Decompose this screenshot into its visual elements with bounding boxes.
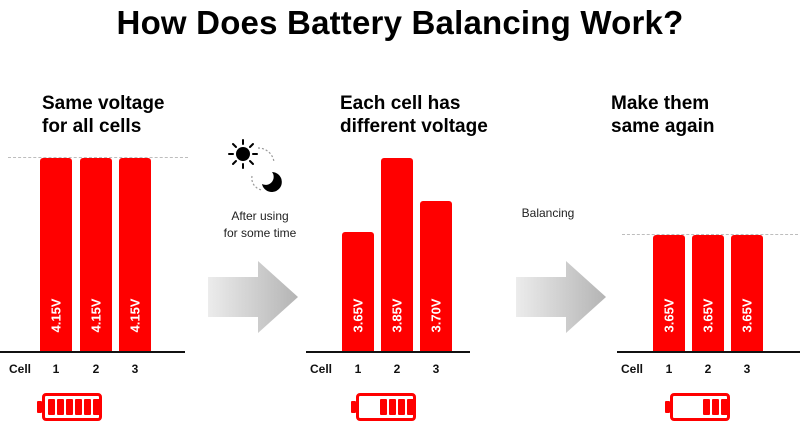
panel-1-bar-cell-2: 4.15V	[80, 158, 112, 351]
sun-moon-icon	[228, 139, 282, 192]
panel-2-bar-3-label: 3.70V	[428, 298, 444, 333]
battery-segment	[407, 399, 414, 415]
panel-3-bar-cell-1: 3.65V	[653, 235, 685, 351]
battery-segment	[93, 399, 100, 415]
panel-1-battery-terminal	[37, 401, 42, 413]
panel-1-bar-cell-3: 4.15V	[119, 158, 151, 351]
panel-1-reference-line	[8, 157, 188, 158]
battery-segment	[380, 399, 387, 415]
transition-2-caption: Balancing	[521, 206, 575, 220]
battery-segment	[48, 399, 55, 415]
panel-3-bar-cell-3: 3.65V	[731, 235, 763, 351]
panel-3-battery-terminal	[665, 401, 670, 413]
panel-1-bar-cell-1: 4.15V	[40, 158, 72, 351]
panel-3-heading-line1: Make them	[611, 93, 710, 114]
panel-2-bar-2-label: 3.85V	[389, 298, 405, 333]
battery-segment	[389, 399, 396, 415]
panel-1-baseline	[0, 351, 185, 353]
panel-1-cell-number-3: 3	[131, 362, 139, 376]
panel-2-bar-cell-2: 3.85V	[381, 158, 413, 351]
panel-1-cell-label: Cell	[9, 362, 32, 376]
panel-1-bar-2-label: 4.15V	[88, 298, 104, 333]
panel-3-heading: Make them same again	[611, 92, 715, 138]
battery-segment	[84, 399, 91, 415]
battery-segment	[703, 399, 710, 415]
panel-2-cell-number-1: 1	[354, 362, 362, 376]
panel-2-bar-cell-3: 3.70V	[420, 201, 452, 351]
battery-segment	[712, 399, 719, 415]
battery-segment	[66, 399, 73, 415]
panel-2-baseline	[306, 351, 470, 353]
panel-1-cell-number-1: 1	[52, 362, 60, 376]
panel-3-cell-label: Cell	[621, 362, 644, 376]
panel-3-heading-line2: same again	[611, 116, 715, 137]
panel-1-bar-1-label: 4.15V	[48, 298, 64, 333]
panel-3-bar-1-label: 3.65V	[661, 298, 677, 333]
panel-3-cell-number-3: 3	[743, 362, 751, 376]
transition-1-caption-line1: After using	[231, 209, 289, 223]
battery-segment	[398, 399, 405, 415]
panel-2-cell-number-3: 3	[432, 362, 440, 376]
panel-3-bar-2-label: 3.65V	[700, 298, 716, 333]
panel-1-battery-icon	[42, 393, 102, 421]
panel-3-cell-number-1: 1	[665, 362, 673, 376]
battery-segment	[57, 399, 64, 415]
page-title: How Does Battery Balancing Work?	[116, 4, 684, 41]
panel-3-baseline	[617, 351, 800, 353]
panel-2-heading-line1: Each cell has	[340, 93, 461, 114]
panel-2-heading: Each cell has different voltage	[340, 92, 488, 138]
panel-2-cell-number-2: 2	[393, 362, 401, 376]
panel-3-bar-3-label: 3.65V	[739, 298, 755, 333]
panel-2-bar-1-label: 3.65V	[350, 298, 366, 333]
panel-1-heading-line1: Same voltage	[42, 93, 165, 114]
panel-3-cell-number-2: 2	[704, 362, 712, 376]
panel-3-reference-line	[622, 234, 798, 235]
panel-2-heading-line2: different voltage	[340, 116, 488, 137]
transition-1-caption: After using for some time	[205, 208, 315, 242]
transition-1-caption-line2: for some time	[223, 226, 297, 240]
panel-2-cell-label: Cell	[310, 362, 333, 376]
panel-1-heading-line2: for all cells	[42, 116, 142, 137]
panel-2-battery-terminal	[351, 401, 356, 413]
panel-3-bar-cell-2: 3.65V	[692, 235, 724, 351]
battery-segment	[75, 399, 82, 415]
battery-segment	[721, 399, 728, 415]
panel-2-battery-icon	[356, 393, 416, 421]
right-arrow-icon	[516, 261, 606, 333]
panel-2-bar-cell-1: 3.65V	[342, 232, 374, 351]
panel-1-cell-number-2: 2	[92, 362, 100, 376]
panel-3-battery-icon	[670, 393, 730, 421]
panel-1-bar-3-label: 4.15V	[127, 298, 143, 333]
panel-1-heading: Same voltage for all cells	[42, 92, 165, 138]
right-arrow-icon	[208, 261, 298, 333]
